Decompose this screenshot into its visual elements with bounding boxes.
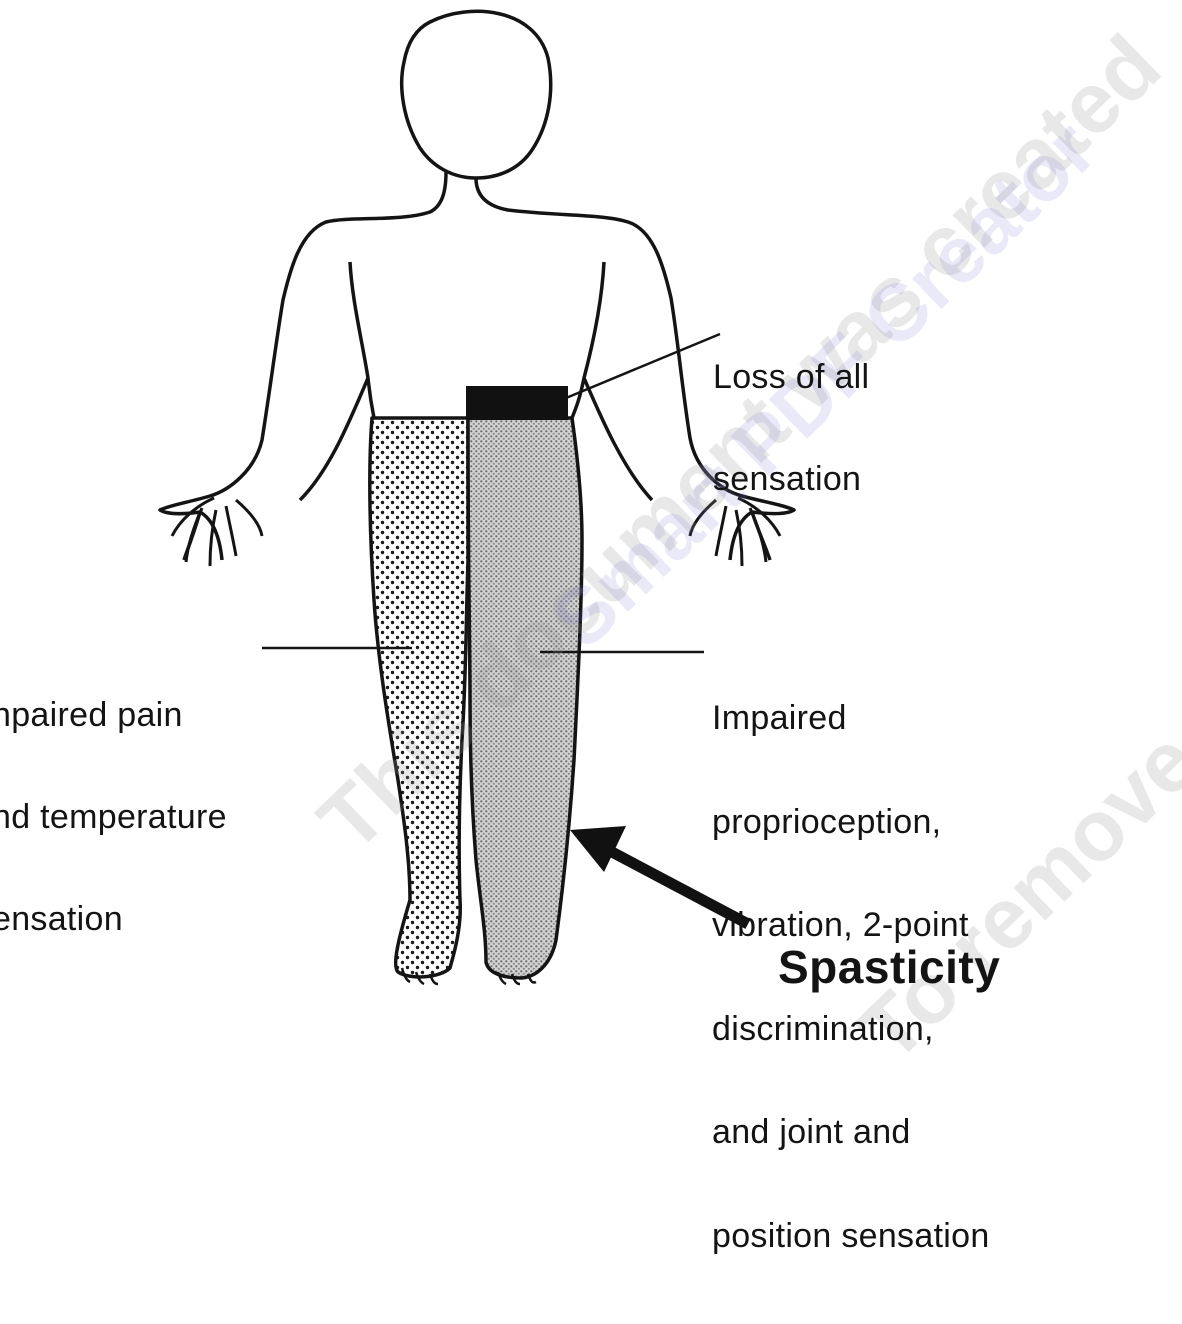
figure: This document was created Smart PDF Crea… (0, 0, 1182, 995)
leader-loss (566, 334, 720, 398)
label-line: discrimination, (712, 1012, 990, 1047)
label-line: and joint and (712, 1115, 990, 1150)
label-line: Impaired (712, 701, 990, 736)
label-line: proprioception, (712, 805, 990, 840)
leg-proprioception (468, 418, 582, 978)
label-line: ensation (0, 902, 227, 936)
label-line: Loss of all (713, 360, 869, 394)
label-loss-of-sensation: Loss of all sensation (713, 292, 869, 564)
label-line: sensation (713, 462, 869, 496)
label-line: vibration, 2-point (712, 908, 990, 943)
head (402, 11, 551, 178)
label-pain-temperature: npaired pain nd temperature ensation (0, 630, 227, 1004)
label-line: nd temperature (0, 800, 227, 834)
leg-pain-temperature (370, 418, 468, 977)
sensory-loss-band (466, 386, 568, 420)
label-spasticity: Spasticity (778, 944, 1000, 990)
label-line: npaired pain (0, 698, 227, 732)
label-line: position sensation (712, 1219, 990, 1254)
